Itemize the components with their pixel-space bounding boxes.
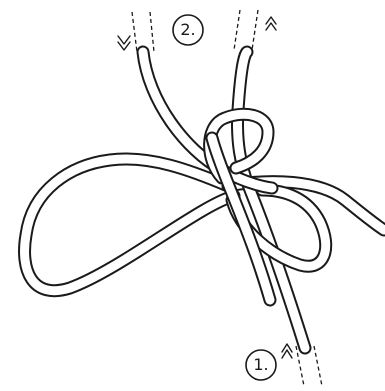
double-chevron-up-icon: [266, 17, 276, 30]
left-loop: [25, 159, 234, 291]
double-chevron-down-icon: [118, 36, 130, 50]
step-2-marker: 2.: [173, 15, 203, 45]
double-chevron-up-icon: [282, 344, 292, 358]
step-1-label: 1.: [253, 355, 268, 374]
step-1-marker: 1.: [246, 350, 276, 380]
top-right-end-guides: [234, 10, 258, 50]
step-2-label: 2.: [180, 20, 195, 39]
